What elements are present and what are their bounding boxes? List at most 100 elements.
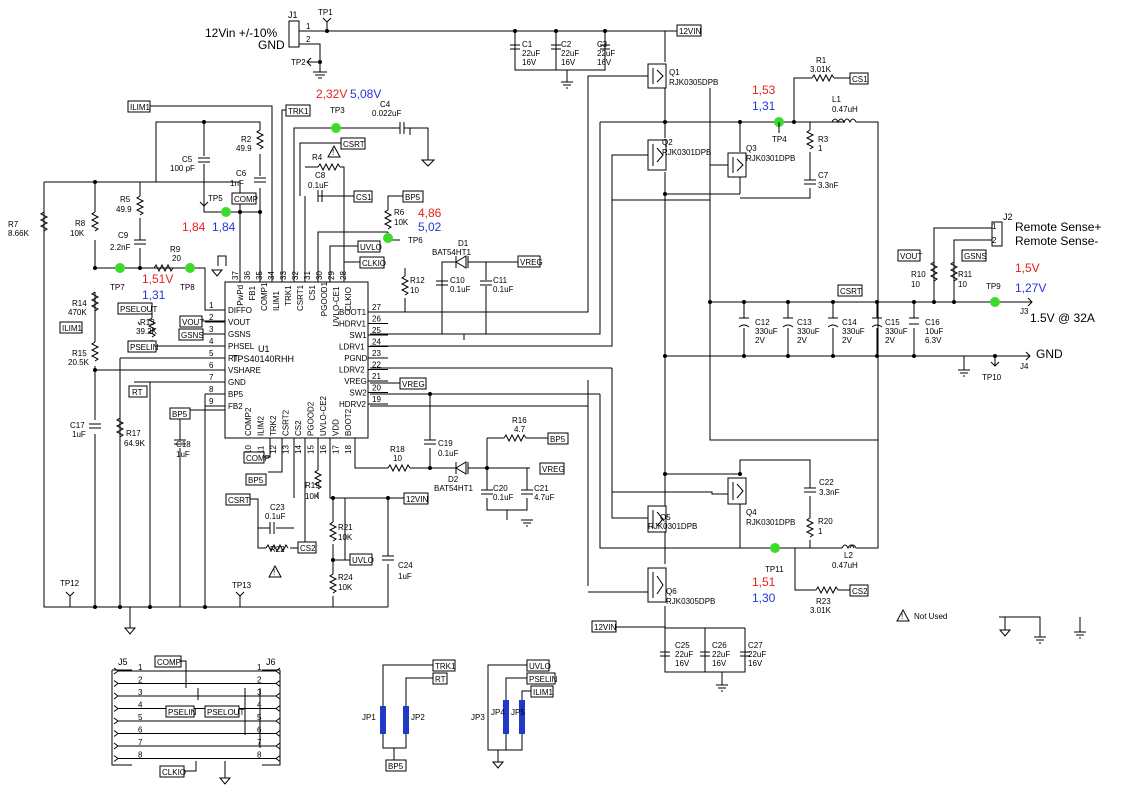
jp1-jumper[interactable] bbox=[380, 706, 386, 734]
r6-resistor bbox=[383, 209, 393, 230]
r23-resistor bbox=[815, 585, 839, 595]
c26-value: 22uF bbox=[712, 650, 730, 659]
net-bp5-mid: BP5 bbox=[550, 435, 566, 444]
net-label-pselout-left bbox=[117, 302, 153, 315]
c8-cap bbox=[317, 190, 323, 202]
c8-ref: C8 bbox=[315, 171, 326, 180]
output-section: C12 330uF 2V C13 330uF 2V C14 330uF 2V C… bbox=[663, 88, 1101, 441]
r22-not-used-warning bbox=[268, 564, 282, 578]
net-12vin-bottom: 12VIN bbox=[594, 623, 616, 632]
u1-pin-30-name: PGOOD1 bbox=[320, 281, 329, 316]
c6-value: 1nF bbox=[230, 179, 244, 188]
r2-ref: R2 bbox=[241, 135, 252, 144]
u1-pin-36-num: 36 bbox=[243, 271, 252, 280]
net-label-12vin-mid bbox=[403, 492, 429, 505]
u1-pin-18-num: 18 bbox=[344, 445, 353, 454]
c20-c21-caps bbox=[481, 489, 533, 495]
gnd-symbol-out bbox=[958, 356, 970, 377]
r14-ref: R14 bbox=[72, 299, 87, 308]
l1-value: 0.47uH bbox=[832, 105, 858, 114]
r1-ref: R1 bbox=[816, 56, 827, 65]
u1-pin-35-name: COMP1 bbox=[260, 282, 269, 311]
net-csrt-out: CSRT bbox=[840, 287, 862, 296]
net-clkio-top: CLKIO bbox=[362, 259, 386, 268]
d1-part: BAT54HT1 bbox=[432, 248, 472, 257]
r10-ref: R10 bbox=[911, 270, 926, 279]
c7-value: 3.3nF bbox=[818, 181, 839, 190]
u1-pin-29-name: UVLO-CE1 bbox=[332, 286, 341, 327]
j5-ref: J5 bbox=[118, 657, 128, 667]
jp5-jumper[interactable] bbox=[519, 700, 525, 734]
c3-value: 22uF bbox=[597, 49, 615, 58]
u1-pin-6-num: 6 bbox=[209, 361, 214, 370]
u1-pin-14-num: 14 bbox=[294, 445, 303, 454]
tp5-marker bbox=[221, 207, 231, 217]
u1-pin-19-name: HDRV2 bbox=[339, 400, 367, 409]
tp78-meas-red: 1,51V bbox=[142, 272, 173, 286]
j2-connector bbox=[991, 221, 1003, 247]
r15-value: 20.5K bbox=[68, 358, 90, 367]
j2-ref: J2 bbox=[1003, 212, 1013, 222]
c12-rating: 2V bbox=[755, 336, 765, 345]
r14-value: 470K bbox=[68, 308, 87, 317]
c20-value: 0.1uF bbox=[493, 493, 514, 502]
jp4-jumper[interactable] bbox=[503, 700, 509, 734]
net-bp5-top: BP5 bbox=[405, 193, 421, 202]
net-label-uvlo-bottom bbox=[349, 553, 373, 566]
net-bp5-jp: BP5 bbox=[388, 762, 404, 771]
u1-pin-15-name: PGOOD2 bbox=[307, 401, 316, 436]
remote-sense-plus: Remote Sense+ bbox=[1015, 220, 1101, 234]
c23-ref: C23 bbox=[270, 503, 285, 512]
tp11-marker bbox=[770, 543, 780, 553]
j4-ref: J4 bbox=[1020, 362, 1029, 371]
r23-ref: R23 bbox=[816, 597, 831, 606]
u1-pin-9-num: 9 bbox=[209, 397, 214, 406]
input-section: 12Vin +/-10% GND J1 1 2 TP1 TP2 C1 22uF … bbox=[205, 8, 702, 89]
c26-ref: C26 bbox=[712, 641, 727, 650]
legend-warning-mark: ! bbox=[901, 612, 903, 621]
c24-cap bbox=[382, 555, 394, 561]
r9-resistor bbox=[153, 263, 174, 273]
net-comp-bottom: COMP bbox=[246, 454, 270, 463]
tp10-label: TP10 bbox=[982, 373, 1002, 382]
u1-pin-3-name: GSNS bbox=[228, 330, 251, 339]
c1-ref: C1 bbox=[522, 40, 533, 49]
cout2-plates bbox=[660, 651, 750, 657]
net-trk1: TRK1 bbox=[288, 107, 309, 116]
u1-pin-16-num: 16 bbox=[319, 445, 328, 454]
c3-ref: C3 bbox=[597, 40, 608, 49]
r20-resistor bbox=[805, 517, 815, 538]
tp3-meas-blue: 5,08V bbox=[350, 87, 381, 101]
tp4-label: TP4 bbox=[772, 135, 787, 144]
net-label-csrt-out bbox=[837, 284, 863, 297]
r4-ref: R4 bbox=[312, 153, 323, 162]
tp13-label: TP13 bbox=[232, 581, 252, 590]
q6-part: RJK0305DPB bbox=[666, 597, 715, 606]
jp2-jumper[interactable] bbox=[403, 706, 409, 734]
u1-pin-32-num: 32 bbox=[291, 271, 300, 280]
j6-pin-1: 1 bbox=[257, 663, 262, 672]
j5-pin-8: 8 bbox=[138, 751, 143, 760]
u1-pin-34-name: ILIM1 bbox=[272, 290, 281, 311]
c14-value: 330uF bbox=[842, 327, 865, 336]
u1-pin-23-name: PGND bbox=[344, 354, 367, 363]
c1-rating: 16V bbox=[522, 58, 537, 67]
c20-ref: C20 bbox=[493, 484, 508, 493]
c17-value: 1uF bbox=[72, 430, 86, 439]
net-vreg-top: VREG bbox=[520, 258, 543, 267]
r17-value: 64.9K bbox=[124, 439, 146, 448]
u1-pin-10-num: 10 bbox=[244, 445, 253, 454]
ldrv1-wire bbox=[370, 154, 728, 347]
j1-pin1: 1 bbox=[306, 22, 311, 31]
c25-ref: C25 bbox=[675, 641, 690, 650]
u1-part: TPS40140RHH bbox=[232, 354, 294, 364]
c14-rating: 2V bbox=[842, 336, 852, 345]
c10-ref: C10 bbox=[450, 276, 465, 285]
controller-ic: U1 TPS40140RHH 1DIFFO2VOUT3GSNS4PHSEL5RT… bbox=[205, 271, 388, 454]
r4-not-used-warning bbox=[327, 144, 341, 158]
net-ilim1-jp: ILIM1 bbox=[533, 688, 554, 697]
c24-ref: C24 bbox=[398, 561, 413, 570]
c7-ref: C7 bbox=[818, 171, 829, 180]
remote-sense-minus: Remote Sense- bbox=[1015, 234, 1098, 248]
